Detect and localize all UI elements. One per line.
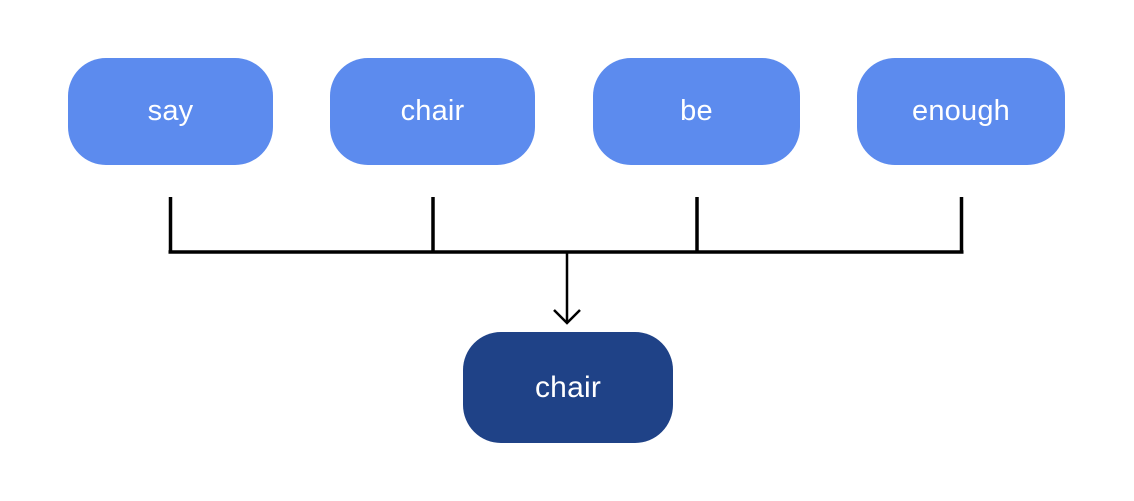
source-word-label: say (147, 95, 194, 127)
source-word-box-chair[interactable]: chair (330, 58, 535, 165)
source-word-box-say[interactable]: say (68, 58, 273, 165)
source-word-label: be (680, 95, 713, 127)
arrow-head-icon (553, 309, 581, 325)
source-word-box-enough[interactable]: enough (857, 58, 1065, 165)
source-word-label: enough (912, 95, 1010, 127)
source-word-box-be[interactable]: be (593, 58, 800, 165)
target-word-label: chair (534, 370, 602, 404)
source-word-label: chair (400, 95, 465, 127)
target-word-box[interactable]: chair (463, 332, 673, 443)
